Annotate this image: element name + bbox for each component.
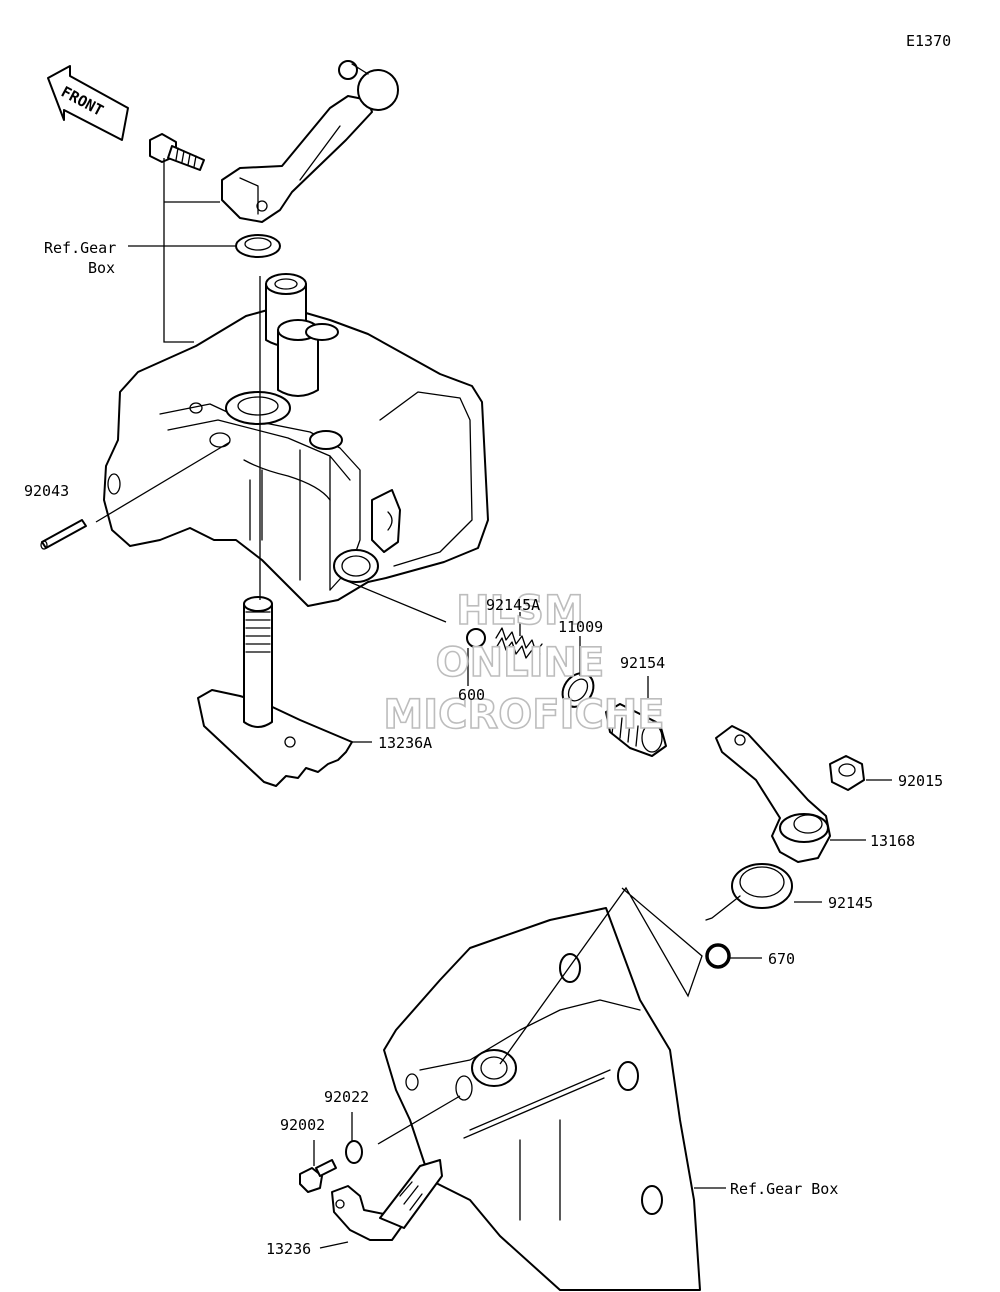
watermark: HLSM ONLINE MICROFICHE [383, 587, 666, 739]
label-92145: 92145 [828, 894, 873, 912]
bolt-92002-part [299, 1159, 337, 1193]
label-670: 670 [768, 950, 795, 968]
label-13168: 13168 [870, 832, 915, 850]
leader-lines [95, 158, 892, 1249]
shift-shaft-13236A-part [197, 596, 353, 787]
oil-seal-part [235, 234, 281, 258]
watermark-line-3: MICROFICHE [383, 692, 664, 738]
label-92015: 92015 [898, 772, 943, 790]
ball-600-part [466, 628, 486, 648]
label-600: 600 [458, 686, 485, 704]
arm-13168-part [715, 725, 831, 863]
upper-gear-box-housing [103, 273, 489, 607]
lower-gear-box-housing [383, 907, 701, 1291]
watermark-line-2: ONLINE [436, 640, 605, 686]
lever-bolt-part [149, 133, 205, 171]
label-92145A: 92145A [486, 596, 540, 614]
label-ref-gear-box-top-2: Box [88, 259, 115, 277]
shift-lever-part [221, 60, 399, 223]
shift-shaft-13236-part [331, 1159, 443, 1241]
label-92043: 92043 [24, 482, 69, 500]
label-11009: 11009 [558, 618, 603, 636]
watermark-line-1: HLSM [456, 588, 584, 634]
spring-92145-part [705, 863, 793, 921]
label-13236: 13236 [266, 1240, 311, 1258]
front-arrow-icon: FRONT [47, 65, 129, 141]
part-labels: Ref.Gear Box 92043 92145A 11009 92154 60… [24, 239, 943, 1258]
label-92154: 92154 [620, 654, 665, 672]
diagram-id: E1370 [906, 32, 951, 50]
washer-11009-part [561, 672, 595, 708]
label-92022: 92022 [324, 1088, 369, 1106]
pin-92043-part [40, 519, 87, 550]
spring-92145A-part [495, 627, 543, 663]
label-ref-gear-box-bottom: Ref.Gear Box [730, 1180, 838, 1198]
label-ref-gear-box-top-1: Ref.Gear [44, 239, 116, 257]
drain-plug-92154-part [605, 703, 667, 757]
nut-92015-part [829, 755, 865, 791]
o-ring-670-part [705, 943, 731, 969]
washer-92022-part [345, 1140, 363, 1164]
label-13236A: 13236A [378, 734, 432, 752]
label-92002: 92002 [280, 1116, 325, 1134]
